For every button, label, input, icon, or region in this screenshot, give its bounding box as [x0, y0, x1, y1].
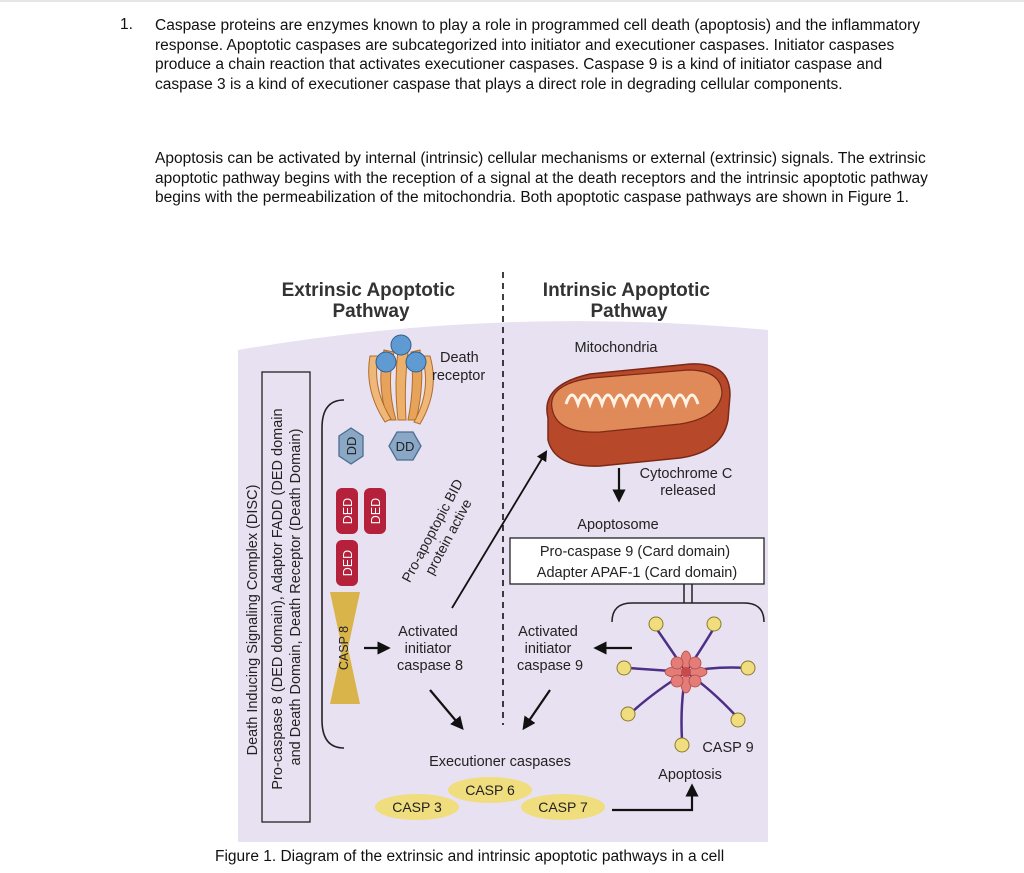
svg-text:CASP 6: CASP 6	[465, 782, 515, 798]
bid-to-mitochondria-arrow	[451, 450, 548, 609]
svg-text:DED: DED	[341, 550, 355, 576]
apoptosome-label: Apoptosome	[577, 517, 658, 533]
casp9-to-executioner-arrow	[522, 689, 551, 731]
disc-component-box	[261, 371, 311, 823]
casp7-to-apoptosis-arrow	[612, 783, 699, 812]
ded-box-fadd-2: DED	[364, 488, 386, 534]
apoptosome-box	[509, 537, 765, 585]
svg-text:DD: DD	[344, 437, 359, 456]
apoptosome-box-text: Pro-caspase 9 (Card domain) Adapter APAF…	[537, 544, 737, 581]
svg-text:CASP 7: CASP 7	[538, 799, 588, 815]
svg-text:DED: DED	[341, 498, 355, 524]
question-paragraph-1: Caspase proteins are enzymes known to pl…	[155, 17, 921, 93]
apoptosome-bracket	[611, 584, 765, 623]
mitochondria-label: Mitochondria	[574, 340, 658, 356]
mitochondria-icon	[546, 363, 731, 467]
casp6-ellipse: CASP 6	[448, 777, 532, 803]
cytochrome-label: Cytochrome C released	[640, 466, 737, 499]
apoptosome-wheel-icon	[616, 616, 756, 753]
intrinsic-title: Intrinsic Apoptotic Pathway	[543, 280, 715, 322]
executioner-label: Executioner caspases	[429, 754, 571, 770]
ded-box-casp8: DED	[336, 540, 358, 586]
activated-caspase9-label: Activated initiator caspase 9	[517, 624, 583, 674]
death-receptor-icon	[368, 334, 434, 425]
svg-text:CASP 8: CASP 8	[337, 626, 351, 670]
svg-text:CASP 3: CASP 3	[392, 799, 442, 815]
question-number: 1.	[120, 16, 133, 33]
svg-text:DED: DED	[369, 498, 383, 524]
activated-caspase8-label: Activated initiator caspase 8	[397, 624, 463, 674]
svg-text:DD: DD	[396, 439, 415, 454]
figure-caption: Figure 1. Diagram of the extrinsic and i…	[215, 848, 725, 865]
casp8-shape: CASP 8	[330, 592, 360, 704]
dd-fadd-hexagon: DD	[338, 427, 364, 465]
disc-label: Death Inducing Signaling Complex (DISC)	[245, 485, 261, 756]
apoptosis-label: Apoptosis	[658, 767, 722, 783]
disc-component-label: Pro-caspase 8 (DED domain), Adaptor FADD…	[270, 404, 304, 789]
extrinsic-title: Extrinsic Apoptotic Pathway	[282, 280, 461, 322]
death-receptor-label: Death receptor	[432, 350, 485, 384]
casp8-to-executioner-arrow	[429, 689, 464, 731]
dd-receptor-hexagon: DD	[388, 431, 422, 461]
casp9-label: CASP 9	[702, 740, 753, 756]
ded-box-fadd: DED	[336, 488, 358, 534]
disc-bracket	[321, 399, 345, 749]
top-divider	[0, 0, 1024, 2]
casp7-ellipse: CASP 7	[521, 794, 605, 820]
casp3-ellipse: CASP 3	[375, 794, 459, 820]
question-paragraph-2: Apoptosis can be activated by internal (…	[155, 150, 928, 206]
